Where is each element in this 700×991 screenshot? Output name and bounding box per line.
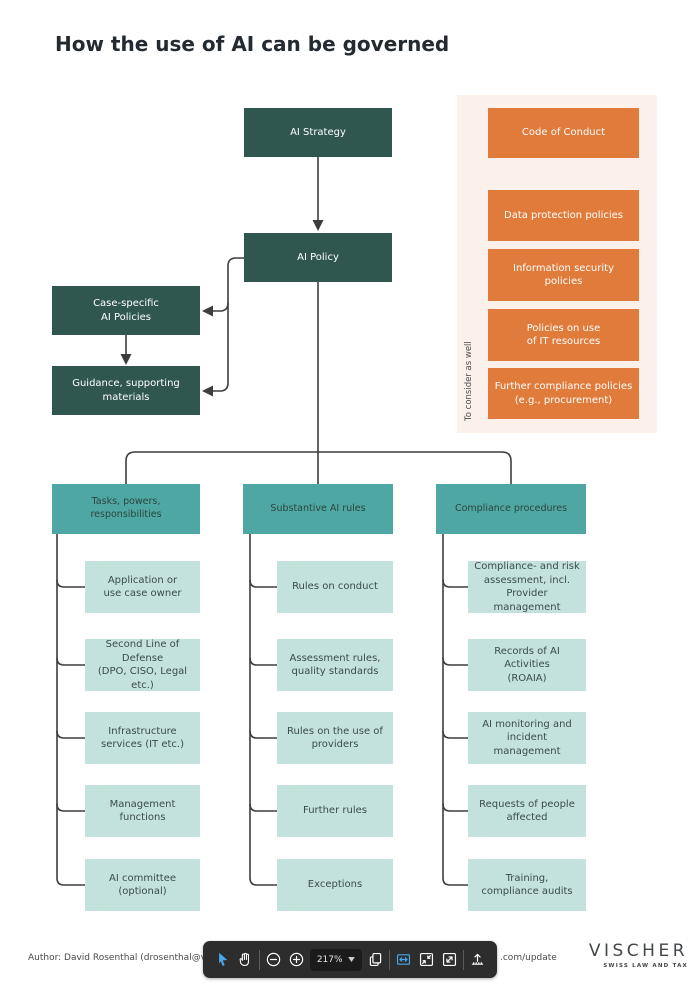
- box-requests-of-people: Requests of people affected: [468, 785, 586, 837]
- box-case-specific-ai-policies: Case-specific AI Policies: [52, 286, 200, 335]
- fit-width-button[interactable]: [395, 951, 413, 969]
- fullscreen-button[interactable]: [440, 951, 458, 969]
- box-second-line-of-defense: Second Line of Defense (DPO, CISO, Legal…: [85, 639, 200, 691]
- box-further-rules: Further rules: [277, 785, 393, 837]
- box-ai-monitoring: AI monitoring and incident management: [468, 712, 586, 764]
- zoom-level-value: 217%: [316, 954, 343, 965]
- vischer-logo: VISCHER SWISS LAW AND TAX: [589, 941, 688, 969]
- box-ai-strategy: AI Strategy: [244, 108, 392, 157]
- logo-tagline: SWISS LAW AND TAX: [603, 963, 688, 969]
- box-code-of-conduct: Code of Conduct: [488, 108, 639, 158]
- box-records-of-ai-activities: Records of AI Activities (ROAIA): [468, 639, 586, 691]
- fullscreen-icon: [442, 952, 456, 967]
- fit-width-icon: [397, 954, 411, 965]
- box-rules-on-conduct: Rules on conduct: [277, 561, 393, 613]
- box-management-functions: Management functions: [85, 785, 200, 837]
- toolbar-divider: [463, 949, 465, 970]
- author-text-right: .com/update: [500, 953, 557, 963]
- consider-as-well-label: To consider as well: [464, 341, 474, 421]
- upload-icon: [472, 953, 484, 965]
- cursor-icon: [218, 952, 227, 966]
- zoom-in-icon: [289, 952, 303, 967]
- box-assessment-rules: Assessment rules, quality standards: [277, 639, 393, 691]
- logo-name: VISCHER: [588, 941, 688, 961]
- upload-button[interactable]: [469, 951, 487, 969]
- toolbar-divider: [258, 949, 260, 970]
- page-title: How the use of AI can be governed: [55, 32, 450, 56]
- box-guidance-materials: Guidance, supporting materials: [52, 366, 200, 415]
- box-information-security-policies: Information security policies: [488, 249, 639, 301]
- box-data-protection-policies: Data protection policies: [488, 190, 639, 241]
- box-it-resources-policies: Policies on use of IT resources: [488, 309, 639, 361]
- toolbar-divider: [389, 949, 391, 970]
- header-compliance-procedures: Compliance procedures: [436, 484, 586, 534]
- box-exceptions: Exceptions: [277, 859, 393, 911]
- zoom-level-dropdown[interactable]: 217%: [309, 948, 362, 971]
- box-application-owner: Application or use case owner: [85, 561, 200, 613]
- copy-button[interactable]: [366, 951, 384, 969]
- zoom-out-button[interactable]: [264, 951, 282, 969]
- box-ai-policy: AI Policy: [244, 233, 392, 282]
- chevron-down-icon: [347, 957, 355, 962]
- box-further-compliance-policies: Further compliance policies (e.g., procu…: [488, 368, 639, 419]
- box-compliance-risk-assessment: Compliance- and risk assessment, incl. P…: [468, 561, 586, 613]
- cursor-tool-button[interactable]: [213, 951, 231, 969]
- hand-icon: [239, 952, 250, 967]
- header-tasks-powers-responsibilities: Tasks, powers, responsibilities: [52, 484, 200, 534]
- zoom-in-button[interactable]: [287, 951, 305, 969]
- header-substantive-ai-rules: Substantive AI rules: [243, 484, 393, 534]
- viewer-toolbar: 217%: [203, 941, 497, 978]
- hand-tool-button[interactable]: [236, 951, 254, 969]
- fit-page-button[interactable]: [418, 951, 436, 969]
- box-infrastructure-services: Infrastructure services (IT etc.): [85, 712, 200, 764]
- author-text-left: Author: David Rosenthal (drosenthal@visc…: [28, 953, 241, 963]
- box-rules-use-of-providers: Rules on the use of providers: [277, 712, 393, 764]
- zoom-out-icon: [266, 952, 281, 967]
- box-training-audits: Training, compliance audits: [468, 859, 586, 911]
- copy-icon: [369, 952, 382, 967]
- box-ai-committee: AI committee (optional): [85, 859, 200, 911]
- fit-page-icon: [420, 952, 434, 967]
